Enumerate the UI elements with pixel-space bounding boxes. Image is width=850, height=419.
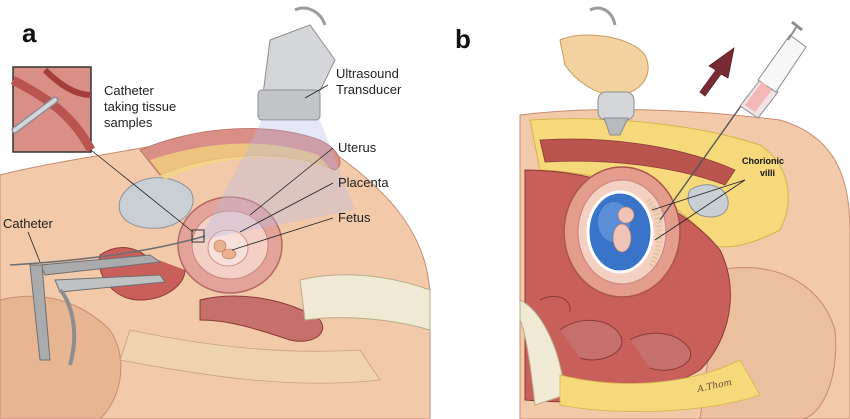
placenta-label: Placenta <box>338 175 389 190</box>
muscle-layer-b <box>539 138 736 186</box>
leader-villi-2 <box>654 179 746 241</box>
chorionic-villi <box>645 197 663 270</box>
fetus-label: Fetus <box>338 210 371 225</box>
rectum <box>199 295 323 342</box>
villi-label-line-2: villi <box>760 168 775 178</box>
villi-label-line-1: Chorionic <box>742 156 784 166</box>
bladder <box>118 177 194 229</box>
inset-label-line-1: Catheter <box>104 83 155 98</box>
transducer-label-line-1: Ultrasound <box>336 66 399 81</box>
fetus-a <box>213 239 237 260</box>
panel-a: a Catheter taking tissue samples Ultraso… <box>0 6 431 419</box>
syringe <box>659 20 807 221</box>
transducer-label-line-2: Transducer <box>336 82 402 97</box>
leader-catheter <box>27 231 41 263</box>
panel-a-letter: a <box>22 18 37 48</box>
inset-label-line-3: samples <box>104 115 153 130</box>
ultrasound-transducer-a <box>200 6 355 240</box>
inset-connector-line <box>90 149 194 233</box>
lower-fat-b <box>559 359 761 412</box>
catheter-tube <box>9 235 206 266</box>
lower-tissue-layer <box>119 329 381 384</box>
leader-uterus <box>249 147 334 216</box>
inset-label-line-2: taking tissue <box>104 99 176 114</box>
panel-b: b Chorionic villi A.Thom <box>455 6 850 419</box>
leader-villi-1 <box>651 179 746 211</box>
leader-placenta <box>239 182 334 233</box>
intestines-b <box>539 296 692 371</box>
withdrawal-arrow <box>699 47 735 97</box>
gestational-sac <box>207 229 249 267</box>
needle <box>659 95 749 221</box>
uterus-label: Uterus <box>338 140 377 155</box>
leader-transducer <box>304 84 329 99</box>
sacrum-b <box>519 299 566 406</box>
inset-magnified <box>10 66 95 153</box>
hand-transducer-b <box>559 6 649 136</box>
speculum <box>29 254 166 366</box>
panel-b-letter: b <box>455 24 471 54</box>
bladder-b <box>687 184 729 218</box>
fetus-b <box>612 206 635 253</box>
sacrum <box>299 274 431 331</box>
fat-layer <box>150 143 330 180</box>
catheter-tip-box <box>191 229 205 243</box>
leader-fetus <box>231 217 334 251</box>
catheter-label: Catheter <box>3 216 54 231</box>
